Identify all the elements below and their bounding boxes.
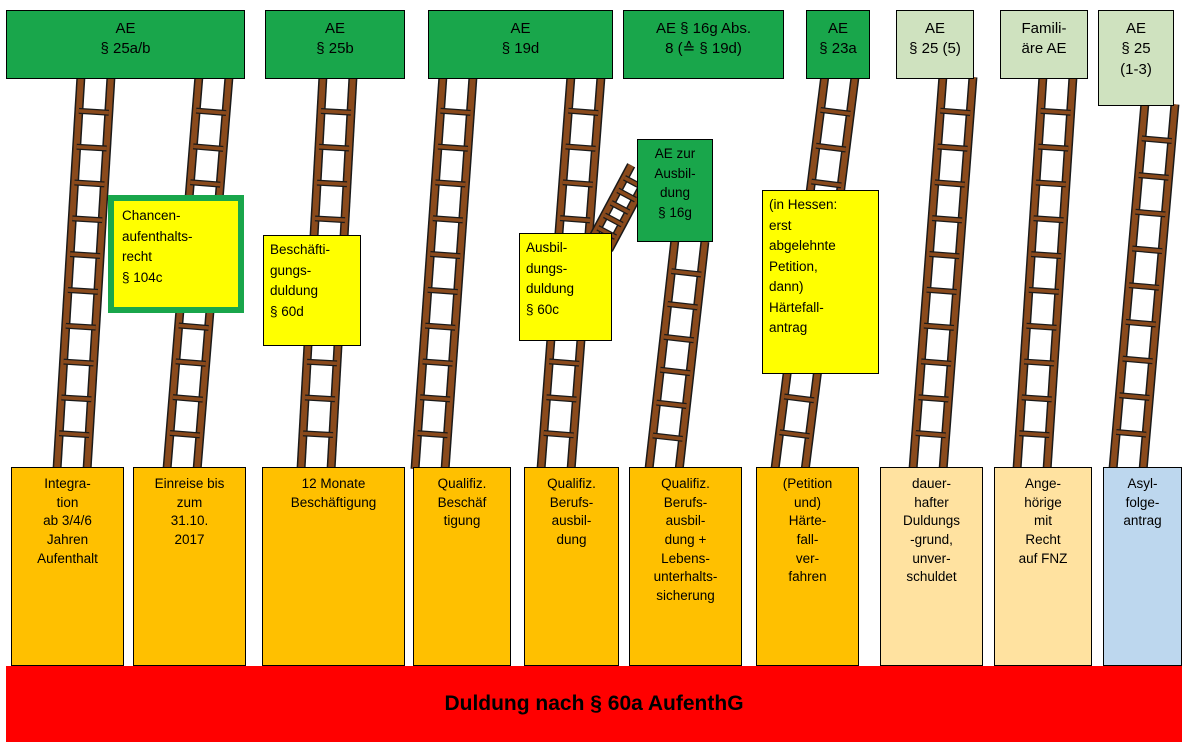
bottom-qualifiz-berufsausbildung-lu: Qualifiz. Berufs- ausbil- dung + Lebens-…: [629, 467, 742, 666]
ladder-ausbildung-side: [587, 163, 653, 252]
note-haertefallantrag: (in Hessen: erst abgelehnte Petition, da…: [762, 190, 879, 374]
ladder-qualifiz-beschaeftigung: [410, 74, 478, 472]
bottom-integration: Integra- tion ab 3/4/6 Jahren Aufenthalt: [11, 467, 124, 666]
ladder-asyl: [1108, 101, 1180, 472]
bottom-haertefallverfahren: (Petition und) Härte- fall- ver- fahren: [756, 467, 859, 666]
top-familiaere-ae: Famili- äre AE: [1000, 10, 1088, 79]
top-ae-23a: AE § 23a: [806, 10, 870, 79]
base-duldung: Duldung nach § 60a AufenthG: [6, 666, 1182, 742]
bottom-qualifiz-berufsausbildung: Qualifiz. Berufs- ausbil- dung: [524, 467, 619, 666]
base-label: Duldung nach § 60a AufenthG: [444, 692, 744, 715]
top-ae-25ab: AE § 25a/b: [6, 10, 245, 79]
top-ae-19d: AE § 19d: [428, 10, 613, 79]
top-ae-16g: AE § 16g Abs. 8 (≙ § 19d): [623, 10, 784, 79]
bottom-angehoerige: Ange- hörige mit Recht auf FNZ: [994, 467, 1092, 666]
top-ae-25b: AE § 25b: [265, 10, 405, 79]
ladder-integration: [52, 74, 116, 472]
ladder-duldungsgrund: [908, 74, 978, 472]
note-ausbildungsduldung: Ausbil- dungs- duldung § 60c: [519, 233, 612, 341]
bottom-einreise: Einreise bis zum 31.10. 2017: [133, 467, 246, 666]
note-chancenaufenthaltsrecht: Chancen- aufenthalts- recht § 104c: [108, 195, 244, 313]
bottom-duldungsgrund: dauer- hafter Duldungs -grund, unver- sc…: [880, 467, 983, 666]
bottom-12-monate: 12 Monate Beschäftigung: [262, 467, 405, 666]
note-ae-zur-ausbildung: AE zur Ausbil- dung § 16g: [637, 139, 713, 242]
ladder-ausbildung-lu: [644, 237, 710, 473]
bottom-asylfolgeantrag: Asyl- folge- antrag: [1103, 467, 1182, 666]
ladder-angehoerige: [1012, 74, 1078, 472]
note-beschaeftigungsduldung: Beschäfti- gungs- duldung § 60d: [263, 235, 361, 346]
top-ae-25-1-3: AE § 25 (1-3): [1098, 10, 1174, 106]
bottom-qualifiz-beschaeftigung: Qualifiz. Beschäf tigung: [413, 467, 511, 666]
top-ae-25-5: AE § 25 (5): [896, 10, 974, 79]
